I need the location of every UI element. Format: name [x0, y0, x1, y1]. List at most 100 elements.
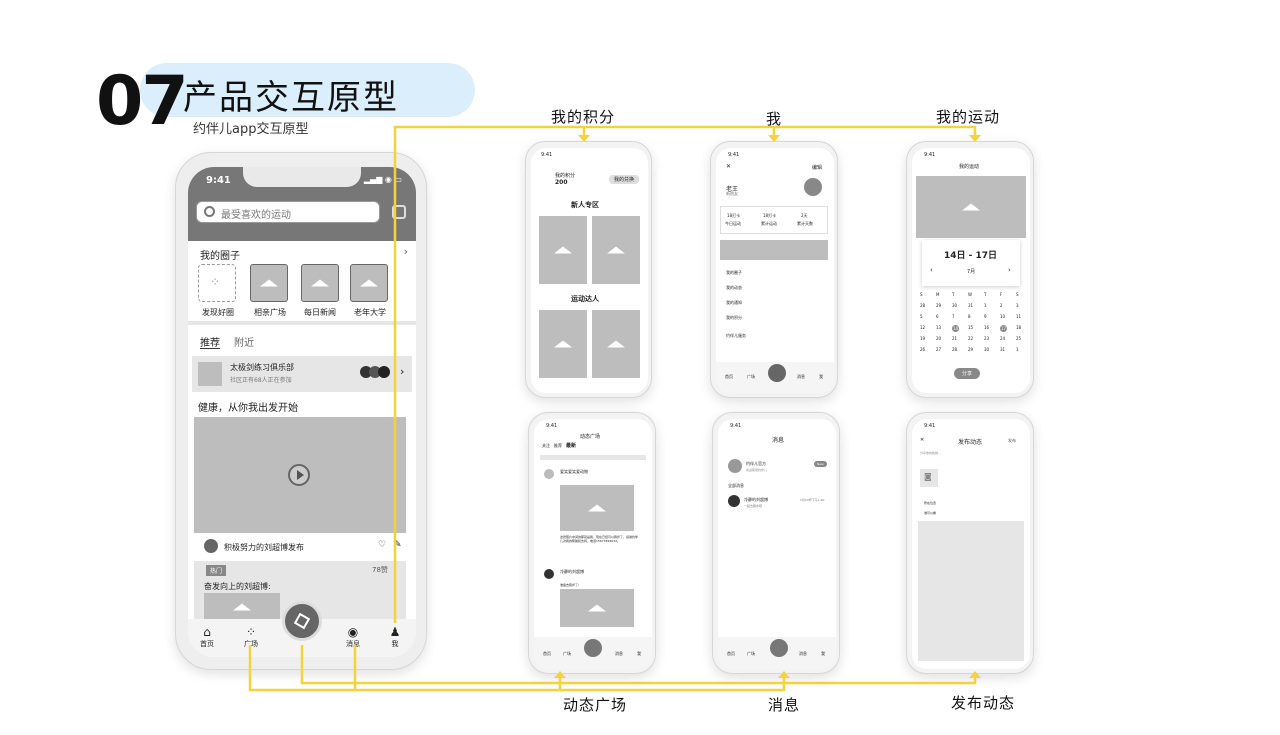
add-photo-button[interactable]: ◙	[920, 469, 938, 487]
calendar-day[interactable]: 1	[1016, 347, 1019, 352]
calendar-day[interactable]: 23	[984, 336, 990, 341]
calendar-day[interactable]: 25	[1016, 336, 1022, 341]
nav-message[interactable]: 消息	[799, 651, 807, 656]
calendar-day[interactable]: 29	[936, 303, 942, 308]
tab-recommend[interactable]: 推荐	[554, 443, 562, 448]
content-input[interactable]: 分享你的新鲜...	[920, 451, 941, 455]
product-card[interactable]	[539, 310, 587, 378]
calendar-day[interactable]: 26	[920, 347, 926, 352]
nav-home[interactable]: 首页	[727, 651, 735, 656]
close-icon[interactable]: ✕	[920, 437, 925, 443]
menu-item[interactable]: 我的圈子	[726, 270, 742, 275]
center-action-button[interactable]	[282, 601, 322, 641]
nav-square[interactable]: 广场	[747, 651, 755, 656]
menu-item[interactable]: 我的动态	[726, 285, 742, 290]
calendar-day[interactable]: 11	[1016, 314, 1022, 319]
menu-item[interactable]: 我的积分	[726, 315, 742, 320]
club-card[interactable]: 太极剑练习俱乐部 社区正有68人正在参加 ›	[192, 356, 412, 392]
post-image[interactable]	[560, 485, 634, 531]
circle-card-news[interactable]	[301, 264, 339, 302]
calendar-day[interactable]: 24	[1000, 336, 1006, 341]
calendar-day[interactable]: 30	[952, 303, 958, 308]
calendar-day[interactable]: 21	[952, 336, 958, 341]
edit-link[interactable]: 编辑	[812, 165, 823, 171]
date-card: 14日 - 17日 7月 ‹ ›	[922, 240, 1020, 286]
nav-message[interactable]: 消息	[615, 651, 623, 656]
nav-me[interactable]: 我	[637, 651, 641, 656]
nav-square[interactable]: 广场	[747, 374, 755, 379]
search-input[interactable]: 最受喜欢的运动	[196, 201, 380, 223]
calendar-day[interactable]: 18	[1016, 325, 1022, 330]
calendar-day[interactable]: 31	[1000, 347, 1006, 352]
calendar-day[interactable]: 10	[1000, 314, 1006, 319]
nav-message[interactable]: ◉ 消息	[338, 625, 368, 649]
calendar-day[interactable]: 5	[920, 314, 923, 319]
redeem-button[interactable]: 我的兑换	[609, 175, 640, 184]
banner[interactable]	[720, 240, 828, 260]
nav-home[interactable]: 首页	[725, 374, 733, 379]
calendar-day[interactable]: 16	[984, 325, 990, 330]
location-option[interactable]: 所在位置	[924, 501, 937, 505]
scan-icon[interactable]	[392, 205, 406, 219]
center-action-button[interactable]	[770, 639, 788, 657]
calendar-day[interactable]: 9	[984, 314, 987, 319]
share-button[interactable]: 分享	[954, 368, 981, 379]
nav-home[interactable]: 首页	[543, 651, 551, 656]
product-card[interactable]	[539, 216, 587, 284]
center-action-button[interactable]	[768, 364, 786, 382]
nav-message[interactable]: 消息	[797, 374, 805, 379]
circle-card-university[interactable]	[350, 264, 388, 302]
nav-square[interactable]: ⁘ 广场	[236, 625, 266, 649]
publish-button[interactable]: 发布	[1008, 438, 1016, 443]
calendar-day[interactable]: 30	[984, 347, 990, 352]
comment-icon[interactable]: ✎	[394, 540, 402, 550]
chevron-right-icon[interactable]: ›	[403, 245, 408, 258]
tab-nearby[interactable]: 附近	[234, 338, 254, 349]
chevron-left-icon[interactable]: ‹	[930, 266, 933, 274]
calendar-day[interactable]: 14	[952, 325, 960, 332]
play-icon[interactable]	[288, 464, 310, 486]
calendar-day[interactable]: 29	[968, 347, 974, 352]
menu-item[interactable]: 我的通知	[726, 300, 742, 305]
calendar-day[interactable]: 28	[952, 347, 958, 352]
calendar-day[interactable]: 27	[936, 347, 942, 352]
circle-card-dating[interactable]	[250, 264, 288, 302]
tab-recommend[interactable]: 推荐	[200, 338, 220, 349]
product-card[interactable]	[592, 310, 640, 378]
discover-circle-card[interactable]: ⁘	[198, 264, 236, 302]
nav-me[interactable]: 我	[819, 374, 823, 379]
menu-item[interactable]: 约伴儿服务	[726, 333, 746, 338]
status-time: 9:41	[541, 152, 553, 158]
home-screen: 9:41 ▂▄▆ ◉ ▭ 最受喜欢的运动 我的圈子 › ⁘ 发现好圈 相亲广场 …	[188, 167, 416, 657]
post-image[interactable]	[560, 589, 634, 627]
nav-home[interactable]: ⌂ 首页	[192, 625, 222, 649]
calendar-day[interactable]: 1	[984, 303, 987, 308]
tab-latest[interactable]: 最新	[566, 443, 577, 449]
nav-me[interactable]: ♟ 我	[380, 625, 410, 649]
calendar-day[interactable]: 20	[936, 336, 942, 341]
calendar-day[interactable]: 3	[1016, 303, 1019, 308]
calendar-day[interactable]: 31	[968, 303, 974, 308]
tab-follow[interactable]: 关注	[542, 443, 550, 448]
calendar-day[interactable]: 22	[968, 336, 974, 341]
calendar-day[interactable]: 19	[920, 336, 926, 341]
calendar-day[interactable]: 13	[936, 325, 942, 330]
product-card[interactable]	[592, 216, 640, 284]
chevron-right-icon[interactable]: ›	[1008, 266, 1011, 274]
calendar-day[interactable]: 28	[920, 303, 926, 308]
calendar-day[interactable]: 6	[936, 314, 939, 319]
calendar-day[interactable]: 15	[968, 325, 974, 330]
calendar-day[interactable]: 8	[968, 314, 971, 319]
heart-icon[interactable]: ♡	[378, 540, 387, 550]
calendar-day[interactable]: 2	[1000, 303, 1003, 308]
calendar-day[interactable]: 17	[1000, 325, 1008, 332]
video-card[interactable]	[194, 417, 406, 533]
center-action-button[interactable]	[584, 639, 602, 657]
visibility-option[interactable]: 谁可以看	[924, 511, 937, 515]
calendar-day[interactable]: 7	[952, 314, 955, 319]
nav-me[interactable]: 我	[821, 651, 825, 656]
avatar[interactable]	[804, 178, 822, 196]
calendar-day[interactable]: 12	[920, 325, 926, 330]
nav-square[interactable]: 广场	[563, 651, 571, 656]
close-icon[interactable]: ✕	[726, 163, 732, 170]
